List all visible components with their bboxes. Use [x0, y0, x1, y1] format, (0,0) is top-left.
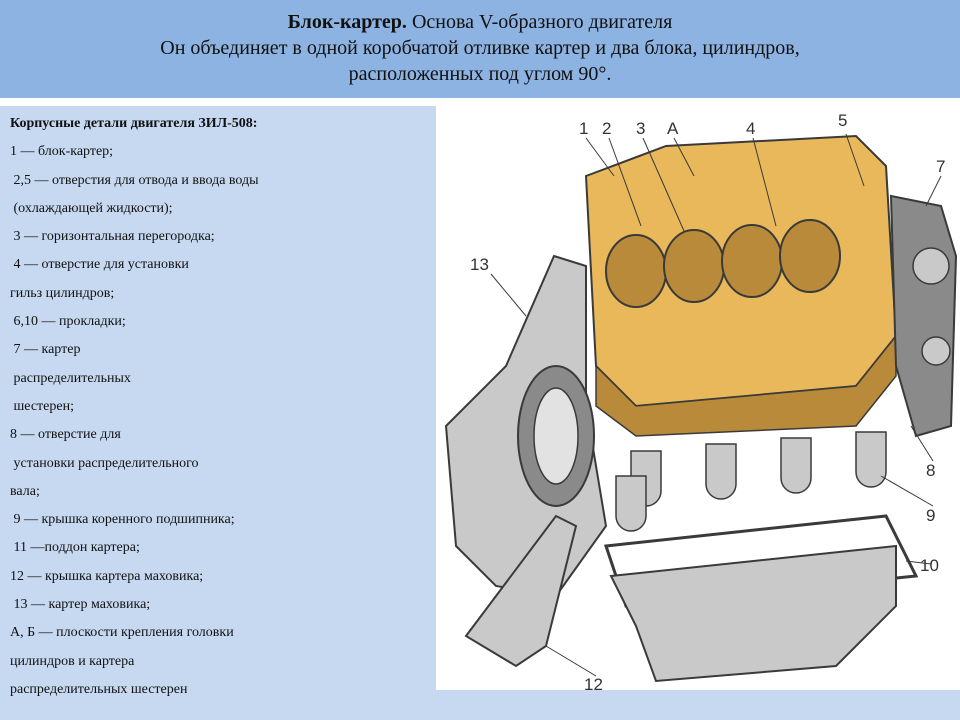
timing-gear-case — [889, 194, 958, 438]
header-line-2: Он объединяет в одной коробчатой отливке… — [160, 37, 800, 59]
legend-line: 4 — отверстие для установки — [10, 257, 189, 273]
callout-1: 1 — [579, 119, 588, 138]
callout-a: А — [667, 119, 679, 138]
engine-drawing: 1 2 3 А 4 5 7 13 8 9 10 12 — [436, 106, 960, 694]
legend-line: распределительных шестерен — [10, 681, 188, 697]
header-title-line: Блок-картер. Основа V-образного двигател… — [0, 9, 960, 35]
legend-line: 12 — крышка картера маховика; — [10, 568, 204, 584]
main-bearing-caps — [615, 431, 887, 532]
callout-8: 8 — [926, 461, 935, 480]
legend-panel: Корпусные детали двигателя ЗИЛ-508: 1 — … — [0, 106, 436, 720]
legend-title: Корпусные детали двигателя ЗИЛ-508: — [10, 116, 258, 131]
legend-line: (охлаждающей жидкости); — [10, 200, 173, 216]
oil-pan — [609, 544, 897, 683]
callout-10: 10 — [920, 556, 939, 575]
callout-2: 2 — [602, 119, 611, 138]
slide-header: Блок-картер. Основа V-образного двигател… — [0, 0, 960, 98]
header-line-3: расположенных под углом 90°. — [348, 63, 612, 85]
cylinder-block — [584, 134, 898, 437]
callout-5: 5 — [838, 111, 847, 130]
callout-leaders — [490, 133, 942, 677]
legend-line: 6,10 — прокладки; — [10, 314, 126, 330]
header-title-bold: Блок-картер. — [287, 11, 407, 33]
legend-line: 1 — блок-картер; — [10, 144, 114, 160]
callout-12: 12 — [584, 675, 603, 694]
legend-line: 3 — горизонтальная перегородка; — [10, 229, 215, 245]
callout-9: 9 — [926, 506, 935, 525]
flywheel-housing-cover — [464, 514, 578, 668]
flywheel-housing — [444, 254, 608, 598]
legend-line: А, Б — плоскости крепления головки — [10, 625, 234, 641]
callout-7: 7 — [936, 157, 945, 176]
legend-line: распределительных — [10, 370, 131, 386]
legend-line: шестерен; — [10, 398, 74, 414]
legend-line: 13 — картер маховика; — [10, 597, 151, 613]
header-title-rest: Основа V-образного двигателя — [406, 11, 673, 33]
callout-4: 4 — [746, 119, 755, 138]
callout-13: 13 — [470, 255, 489, 274]
legend-line: цилиндров и картера — [10, 653, 135, 669]
legend-line: 7 — картер — [10, 342, 81, 358]
engine-figure: 1 2 3 А 4 5 7 13 8 9 10 12 — [436, 106, 960, 720]
legend-line: 8 — отверстие для — [10, 427, 121, 443]
legend-line: вала; — [10, 483, 40, 499]
callout-3: 3 — [636, 119, 645, 138]
legend-line: гильз цилиндров; — [10, 285, 115, 301]
header-divider — [0, 98, 960, 106]
legend-line: установки распределительного — [10, 455, 199, 471]
legend-line: 11 —поддон картера; — [10, 540, 140, 556]
legend-line: 2,5 — отверстия для отвода и ввода воды — [10, 172, 259, 188]
legend-line: 9 — крышка коренного подшипника; — [10, 512, 235, 528]
